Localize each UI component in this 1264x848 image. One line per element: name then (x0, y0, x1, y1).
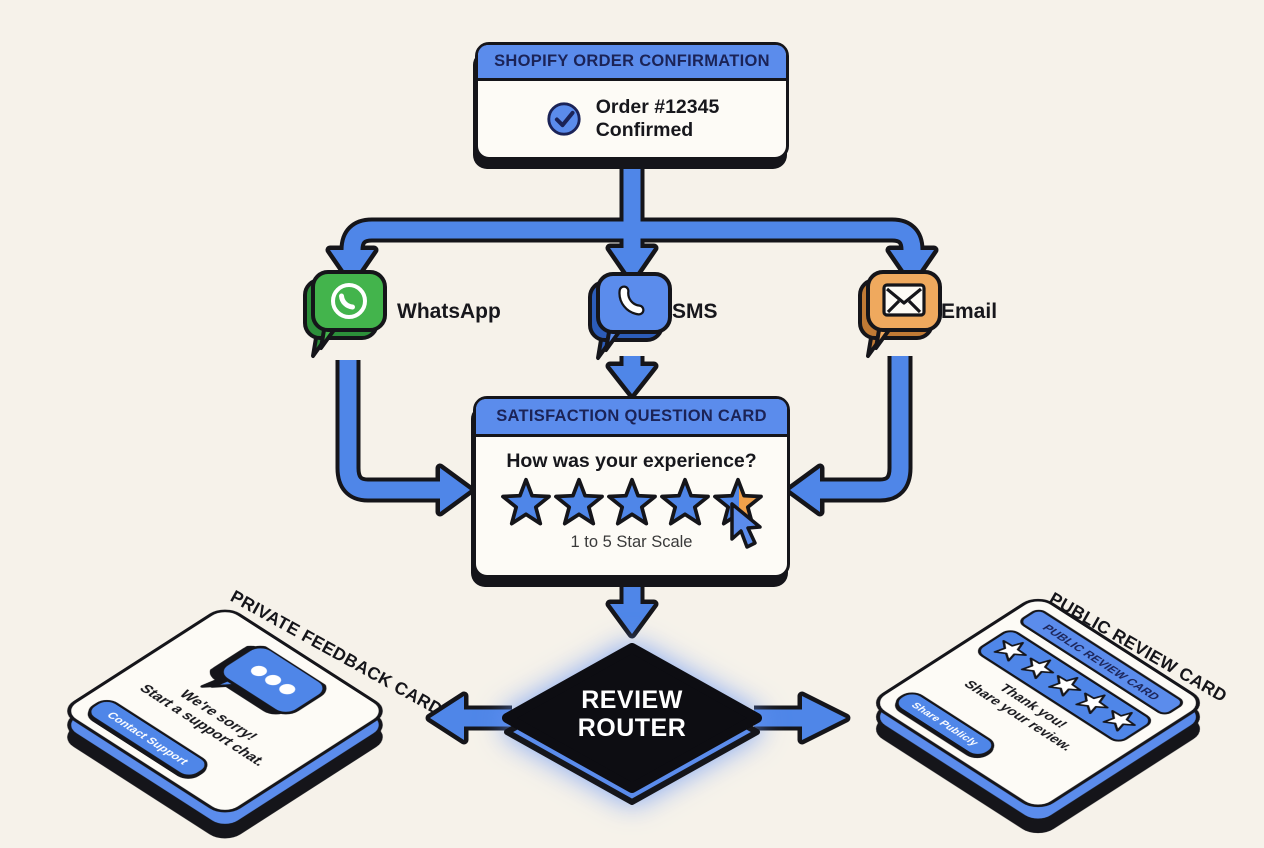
private-feedback-card: We're sorry! Start a support chat. Conta… (58, 593, 392, 845)
order-confirmation-card: SHOPIFY ORDER CONFIRMATION Order #12345 … (475, 42, 789, 160)
review-router: REVIEW ROUTER (482, 638, 782, 838)
whatsapp-icon (303, 270, 387, 358)
channel-label-whatsapp: WhatsApp (397, 300, 501, 323)
sms-icon (588, 272, 672, 360)
channel-label-email: Email (941, 300, 998, 323)
star-icon (989, 634, 1036, 665)
router-diamond (502, 643, 762, 805)
public-card-face: PUBLIC REVIEW CARD Thank you! Share your… (866, 593, 1210, 813)
private-card-face: We're sorry! Start a support chat. Conta… (58, 603, 392, 819)
star-icon (1098, 704, 1144, 735)
chat-bubble-icon (200, 645, 327, 715)
router-label: REVIEW ROUTER (577, 686, 687, 742)
satisfaction-question-card: SATISFACTION QUESTION CARD How was your … (473, 396, 790, 578)
question-text: How was your experience? (506, 450, 757, 472)
public-review-card: PUBLIC REVIEW CARD Thank you! Share your… (866, 582, 1210, 839)
scale-label: 1 to 5 Star Scale (570, 533, 693, 551)
email-icon (858, 270, 942, 358)
star-icon (1071, 686, 1117, 718)
order-card-header: SHOPIFY ORDER CONFIRMATION (478, 45, 786, 81)
order-status-text: Order #12345 Confirmed (595, 95, 720, 141)
question-card-header: SATISFACTION QUESTION CARD (476, 399, 787, 437)
channel-label-sms: SMS (672, 300, 718, 323)
star-rating[interactable] (498, 475, 766, 533)
cursor-icon (730, 502, 762, 549)
check-circle-icon (547, 102, 581, 136)
star-icon[interactable] (500, 477, 551, 526)
star-icon (1043, 669, 1090, 700)
star-icon[interactable] (606, 477, 657, 526)
star-icon[interactable] (553, 477, 604, 526)
star-icon[interactable] (659, 477, 710, 526)
star-icon (1016, 651, 1063, 683)
